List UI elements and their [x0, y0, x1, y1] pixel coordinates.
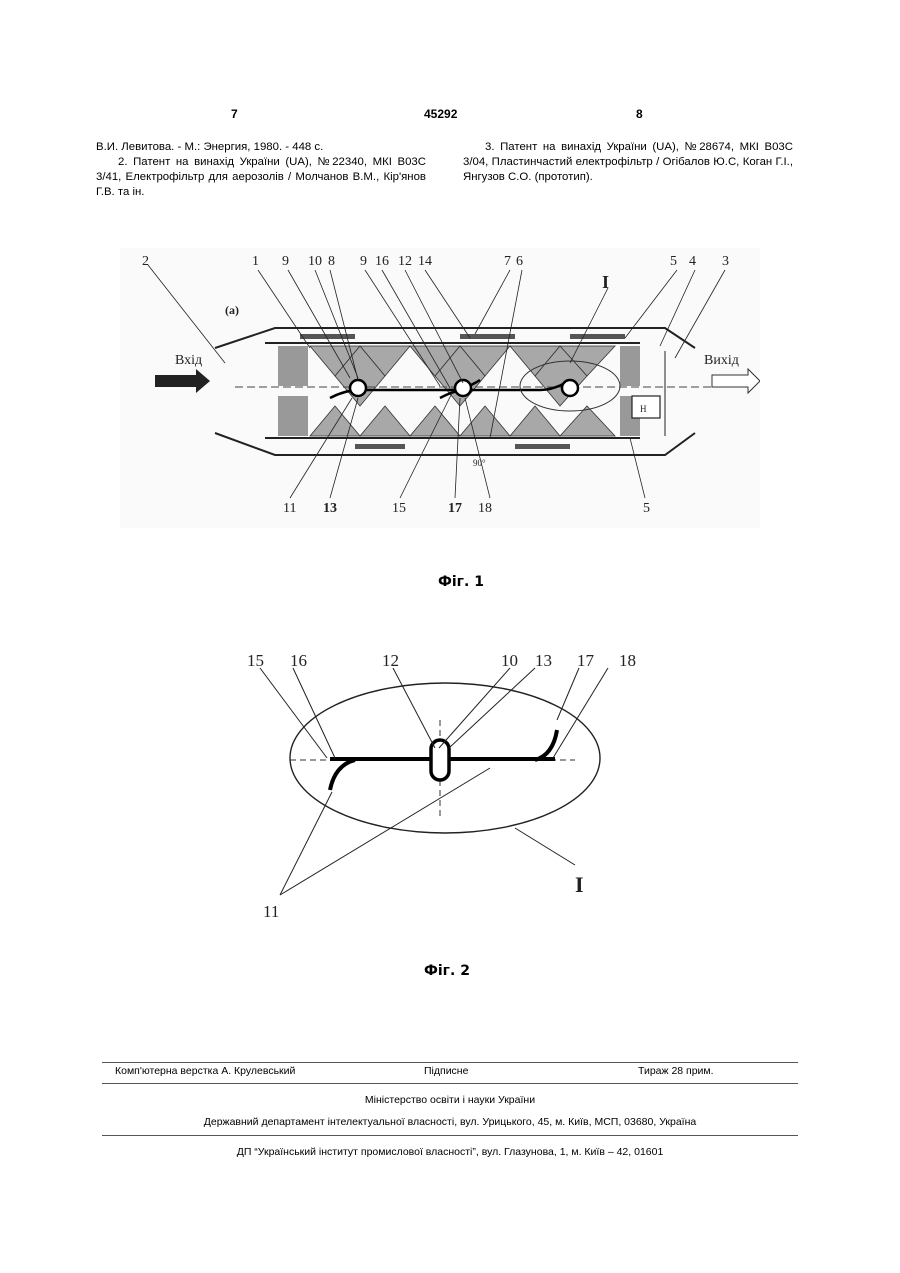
- fig1-label: 11: [283, 501, 296, 516]
- fig2-label: 16: [290, 651, 307, 670]
- figure-2-drawing: 15 16 12 10 13 17 18 11 I: [235, 640, 675, 940]
- fig1-label: 14: [418, 254, 432, 269]
- fig1-label: 7: [504, 254, 511, 269]
- fig2-label: 15: [247, 651, 264, 670]
- mark-a-label: (а): [225, 303, 239, 317]
- fig2-label: 11: [263, 902, 279, 921]
- fig1-label: 4: [689, 254, 696, 269]
- outlet-label: Вихід: [704, 353, 739, 368]
- page-number-right: 8: [636, 107, 643, 121]
- fig1-label: 13: [323, 501, 337, 516]
- fig1-label: 6: [516, 254, 523, 269]
- document-number: 45292: [424, 107, 457, 121]
- fig1-label: 5: [670, 254, 677, 269]
- reference-1-tail: В.И. Левитова. - М.: Энергия, 1980. - 44…: [96, 140, 426, 155]
- fig1-label: 3: [722, 254, 729, 269]
- figure-2-caption: Фіг. 2: [424, 963, 470, 979]
- fig1-label: 1: [252, 254, 259, 269]
- footer-layout: Комп'ютерна верстка А. Крулевський: [115, 1065, 295, 1077]
- fig1-label: 10: [308, 254, 322, 269]
- fig1-label: 17: [448, 501, 462, 516]
- footer-rule: [102, 1062, 798, 1063]
- footer-rule: [102, 1135, 798, 1136]
- angle-label: 90°: [473, 458, 486, 468]
- fig1-label: 12: [398, 254, 412, 269]
- footer-circulation: Тираж 28 прим.: [638, 1065, 714, 1077]
- reference-2: 2. Патент на винахід України (UA), №2234…: [96, 155, 426, 200]
- fig1-label: 8: [328, 254, 335, 269]
- fig1-detail-label: I: [602, 272, 609, 292]
- page-number-left: 7: [231, 107, 238, 121]
- fig2-detail-label: I: [575, 872, 584, 897]
- figure-1-drawing: 2 1 9 10 8 9 16 12 14 7 6 I 5 4 3 11 13 …: [120, 248, 760, 528]
- footer-institute: ДП “Український інститут промислової вла…: [102, 1146, 798, 1158]
- fig1-label: 16: [375, 254, 389, 269]
- footer-signed: Підписне: [424, 1065, 468, 1077]
- fig1-label: 15: [392, 501, 406, 516]
- fig1-label: 9: [282, 254, 289, 269]
- fig2-label: 13: [535, 651, 552, 670]
- references-right-column: 3. Патент на винахід України (UA), №2867…: [463, 140, 793, 185]
- figure-2-labels: 15 16 12 10 13 17 18 11 I: [247, 651, 636, 921]
- fig2-label: 10: [501, 651, 518, 670]
- references-left-column: В.И. Левитова. - М.: Энергия, 1980. - 44…: [96, 140, 426, 200]
- inlet-label: Вхід: [175, 353, 202, 368]
- reference-3: 3. Патент на винахід України (UA), №2867…: [463, 140, 793, 185]
- footer-department: Державний департамент інтелектуальної вл…: [102, 1116, 798, 1128]
- mark-h-label: Н: [640, 404, 647, 414]
- fig1-label: 9: [360, 254, 367, 269]
- fig1-label: 18: [478, 501, 492, 516]
- fig2-label: 17: [577, 651, 595, 670]
- figure-1-caption: Фіг. 1: [438, 574, 484, 590]
- footer-ministry: Міністерство освіти і науки України: [102, 1094, 798, 1106]
- footer-rule: [102, 1083, 798, 1084]
- fig2-label: 12: [382, 651, 399, 670]
- fig1-label: 5: [643, 501, 650, 516]
- fig2-label: 18: [619, 651, 636, 670]
- fig1-label: 2: [142, 254, 149, 269]
